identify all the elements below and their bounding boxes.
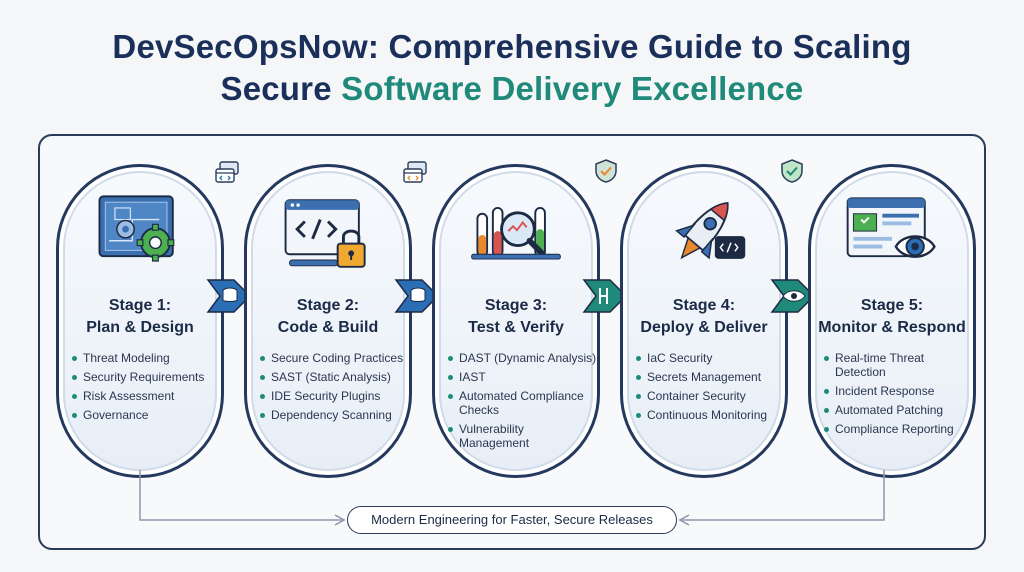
- list-item: SAST (Static Analysis): [259, 370, 409, 384]
- footer-tagline: Modern Engineering for Faster, Secure Re…: [347, 506, 677, 534]
- stage-4-list: IaC Security Secrets Management Containe…: [635, 351, 785, 427]
- title-line-2: Secure Software Delivery Excellence: [0, 68, 1024, 110]
- stage-2-list: Secure Coding Practices SAST (Static Ana…: [259, 351, 409, 427]
- list-item: Vulnerability Management: [447, 422, 597, 450]
- list-item: Compliance Reporting: [823, 422, 973, 436]
- database-arrow-icon: [394, 279, 440, 313]
- code-window-small-icon: [215, 161, 239, 183]
- shield-check-icon: [595, 159, 617, 183]
- eye-arrow-icon: [770, 279, 816, 313]
- stage-2-name: Code & Build: [277, 319, 379, 336]
- list-item: Container Security: [635, 389, 785, 403]
- stage-3-card: Stage 3: Test & Verify DAST (Dynamic Ana…: [432, 164, 600, 478]
- stage-3-heading: Stage 3: Test & Verify: [435, 295, 597, 339]
- stage-1-heading: Stage 1: Plan & Design: [59, 295, 221, 339]
- stage-2-number: Stage 2:: [296, 297, 360, 314]
- stage-1-name: Plan & Design: [86, 319, 194, 336]
- list-item: DAST (Dynamic Analysis): [447, 351, 597, 365]
- pipeline-arrow-icon: [582, 279, 628, 313]
- stage-3-list: DAST (Dynamic Analysis) IAST Automated C…: [447, 351, 597, 455]
- stage-1-number: Stage 1:: [108, 297, 172, 314]
- database-arrow-icon: [206, 279, 252, 313]
- rocket-icon: [675, 201, 746, 260]
- page-title: DevSecOpsNow: Comprehensive Guide to Sca…: [0, 26, 1024, 110]
- code-window-lock-icon: [284, 199, 366, 268]
- list-item: IaC Security: [635, 351, 785, 365]
- list-item: Secure Coding Practices: [259, 351, 409, 365]
- list-item: Real-time Threat Detection: [823, 351, 973, 379]
- stage-5-card: Stage 5: Monitor & Respond Real-time Thr…: [808, 164, 976, 478]
- list-item: Dependency Scanning: [259, 408, 409, 422]
- title-line-1: DevSecOpsNow: Comprehensive Guide to Sca…: [112, 28, 912, 65]
- list-item: Automated Compliance Checks: [447, 389, 597, 417]
- stage-5-list: Real-time Threat Detection Incident Resp…: [823, 351, 973, 441]
- stage-3-number: Stage 3:: [484, 297, 548, 314]
- stage-2-heading: Stage 2: Code & Build: [247, 295, 409, 339]
- dashboard-eye-icon: [846, 197, 936, 258]
- list-item: IAST: [447, 370, 597, 384]
- list-item: Risk Assessment: [71, 389, 221, 403]
- blueprint-gear-icon: [98, 195, 175, 262]
- stage-4-number: Stage 4:: [672, 297, 736, 314]
- list-item: Governance: [71, 408, 221, 422]
- list-item: Threat Modeling: [71, 351, 221, 365]
- title-line-2-accent: Software Delivery Excellence: [341, 70, 804, 107]
- list-item: Security Requirements: [71, 370, 221, 384]
- stage-2-card: Stage 2: Code & Build Secure Coding Prac…: [244, 164, 412, 478]
- shield-check-icon: [781, 159, 803, 183]
- list-item: Secrets Management: [635, 370, 785, 384]
- stage-4-name: Deploy & Deliver: [640, 319, 768, 336]
- list-item: Automated Patching: [823, 403, 973, 417]
- stage-5-heading: Stage 5: Monitor & Respond: [811, 295, 973, 339]
- stage-4-card: Stage 4: Deploy & Deliver IaC Security S…: [620, 164, 788, 478]
- title-line-2-plain: Secure: [220, 70, 332, 107]
- stage-1-card: Stage 1: Plan & Design Threat Modeling S…: [56, 164, 224, 478]
- test-tubes-magnifier-icon: [471, 207, 561, 260]
- stage-3-name: Test & Verify: [468, 319, 564, 336]
- feedback-loop-arrows: [139, 470, 885, 526]
- stage-4-heading: Stage 4: Deploy & Deliver: [623, 295, 785, 339]
- stage-1-list: Threat Modeling Security Requirements Ri…: [71, 351, 221, 427]
- list-item: Continuous Monitoring: [635, 408, 785, 422]
- list-item: Incident Response: [823, 384, 973, 398]
- stage-5-number: Stage 5:: [860, 297, 924, 314]
- list-item: IDE Security Plugins: [259, 389, 409, 403]
- stage-5-name: Monitor & Respond: [818, 319, 966, 336]
- code-window-small-icon: [403, 161, 427, 183]
